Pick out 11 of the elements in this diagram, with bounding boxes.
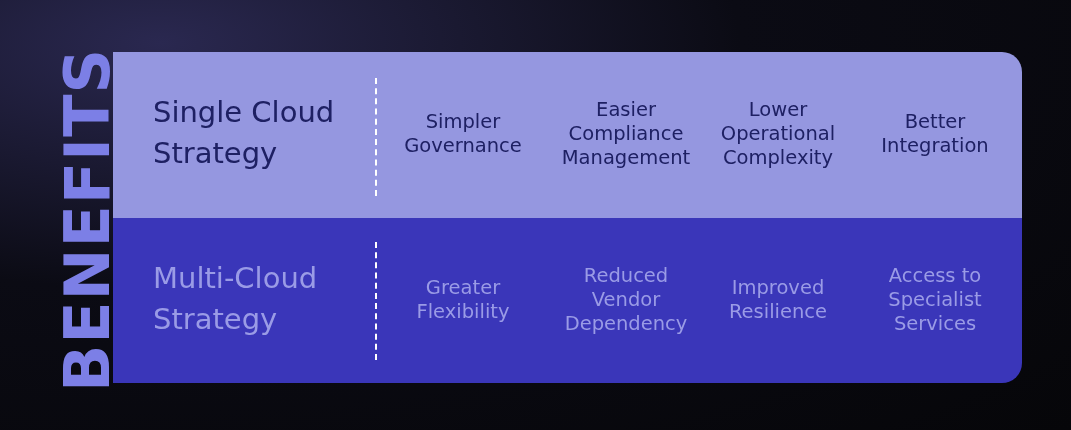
vertical-title: BENEFITS — [57, 47, 119, 393]
table-cell-text: Lower Operational Complexity — [719, 97, 837, 171]
table-cell-text: Easier Compliance Management — [560, 97, 692, 171]
row-heading: Single Cloud Strategy — [153, 94, 336, 172]
table-cell-text: Reduced Vendor Dependency — [563, 263, 689, 337]
table-cell-text: Better Integration — [880, 109, 990, 159]
row-heading: Multi-Cloud Strategy — [153, 260, 319, 338]
table-cell-text: Improved Resilience — [727, 275, 829, 325]
table-cell-text: Simpler Governance — [403, 109, 523, 159]
table-cell-text: Greater Flexibility — [415, 275, 511, 325]
table-cell-text: Access to Specialist Services — [887, 263, 983, 337]
